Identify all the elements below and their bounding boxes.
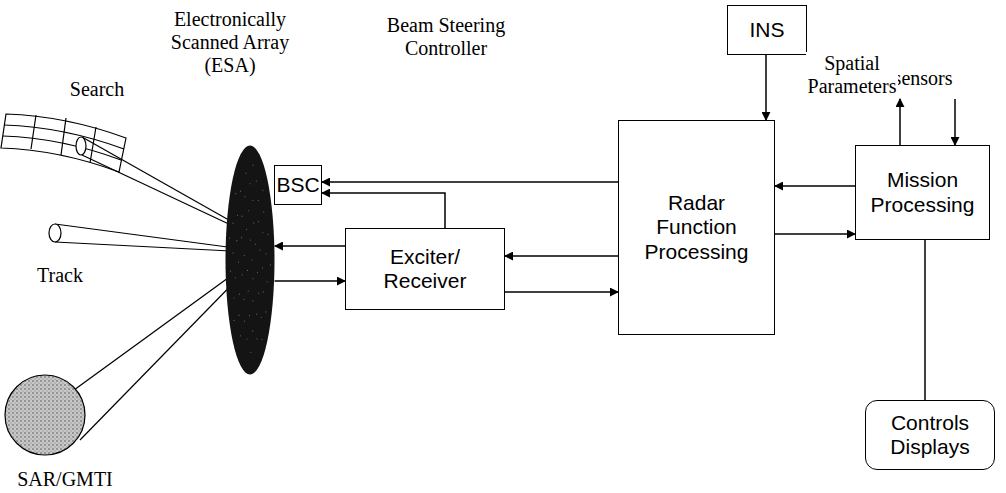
display-box: Controls Displays: [865, 400, 995, 470]
box-label: Mission Processing: [864, 168, 981, 216]
antenna-array: Electronically Scanned Array (ESA): [225, 145, 275, 375]
search-beam: [76, 137, 250, 234]
search-patch: [1, 114, 126, 172]
signal-arrow: [775, 233, 855, 235]
signal-arrow: [275, 245, 345, 247]
sensor-arrows: [900, 99, 955, 145]
annotation-label: SAR/GMTI: [10, 468, 120, 491]
process-box: Radar Function Processing: [618, 120, 775, 335]
annotation-label: Beam Steering Controller: [378, 14, 514, 60]
box-label: Radar Function Processing: [627, 191, 766, 263]
sensor-box: INS: [727, 5, 807, 55]
track-beam: [49, 224, 250, 252]
process-box: Mission Processing: [855, 145, 990, 240]
box-label: Controls Displays: [874, 411, 986, 459]
signal-arrow: [322, 193, 445, 228]
signal-arrow: [924, 240, 926, 400]
array-ellipse: [225, 145, 275, 375]
annotation-label: Track: [20, 264, 100, 287]
signal-arrow: [322, 181, 618, 183]
box-label: BSC: [276, 173, 319, 197]
array-title: Electronically Scanned Array (ESA): [155, 8, 305, 77]
sar-beam: [5, 262, 250, 455]
process-box: Exciter/ Receiver: [345, 228, 505, 310]
edge-label: Spatial Parameters: [806, 52, 898, 98]
controller-box: BSC: [274, 165, 322, 205]
signal-arrow: [505, 255, 618, 257]
signal-arrow: [275, 280, 345, 282]
box-label: Exciter/ Receiver: [354, 245, 496, 293]
box-label: INS: [749, 18, 784, 42]
signal-arrow: [765, 55, 767, 120]
signal-arrow: [775, 185, 855, 187]
annotation-label: Search: [52, 78, 142, 101]
signal-arrow: [505, 291, 618, 293]
